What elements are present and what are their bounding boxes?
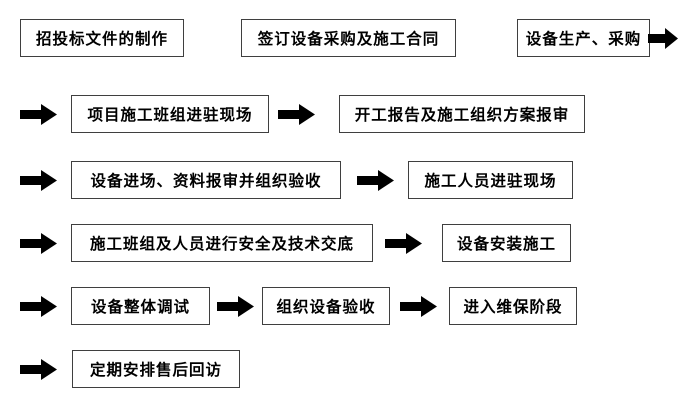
arrow-right-icon <box>278 104 315 125</box>
arrow-right-icon <box>357 170 394 191</box>
flow-step-after-sales-follow-up: 定期安排售后回访 <box>72 350 240 388</box>
arrow-right-icon <box>20 296 57 317</box>
arrow-right-icon <box>400 296 437 317</box>
flow-step-equipment-installation: 设备安装施工 <box>442 224 571 262</box>
flow-step-equipment-acceptance: 组织设备验收 <box>262 287 390 325</box>
flow-step-overall-commissioning: 设备整体调试 <box>71 287 210 325</box>
flow-step-equipment-production-procurement: 设备生产、采购 <box>517 19 650 57</box>
flow-step-bid-document-preparation: 招投标文件的制作 <box>20 19 184 57</box>
arrow-right-icon <box>648 28 678 49</box>
arrow-right-icon <box>20 359 57 380</box>
flow-step-construction-team-enter-site: 项目施工班组进驻现场 <box>71 95 269 133</box>
arrow-right-icon <box>217 296 254 317</box>
flow-step-commencement-report-plan-approval: 开工报告及施工组织方案报审 <box>339 95 585 133</box>
flow-step-equipment-arrival-doc-acceptance: 设备进场、资料报审并组织验收 <box>71 161 341 199</box>
arrow-right-icon <box>20 104 57 125</box>
flow-step-maintenance-phase: 进入维保阶段 <box>449 287 577 325</box>
arrow-right-icon <box>20 233 57 254</box>
flow-step-safety-technical-disclosure: 施工班组及人员进行安全及技术交底 <box>71 224 373 262</box>
arrow-right-icon <box>385 233 422 254</box>
flow-step-sign-procurement-construction-contract: 签订设备采购及施工合同 <box>241 19 456 57</box>
flow-step-construction-staff-enter-site: 施工人员进驻现场 <box>408 161 573 199</box>
arrow-right-icon <box>20 170 57 191</box>
